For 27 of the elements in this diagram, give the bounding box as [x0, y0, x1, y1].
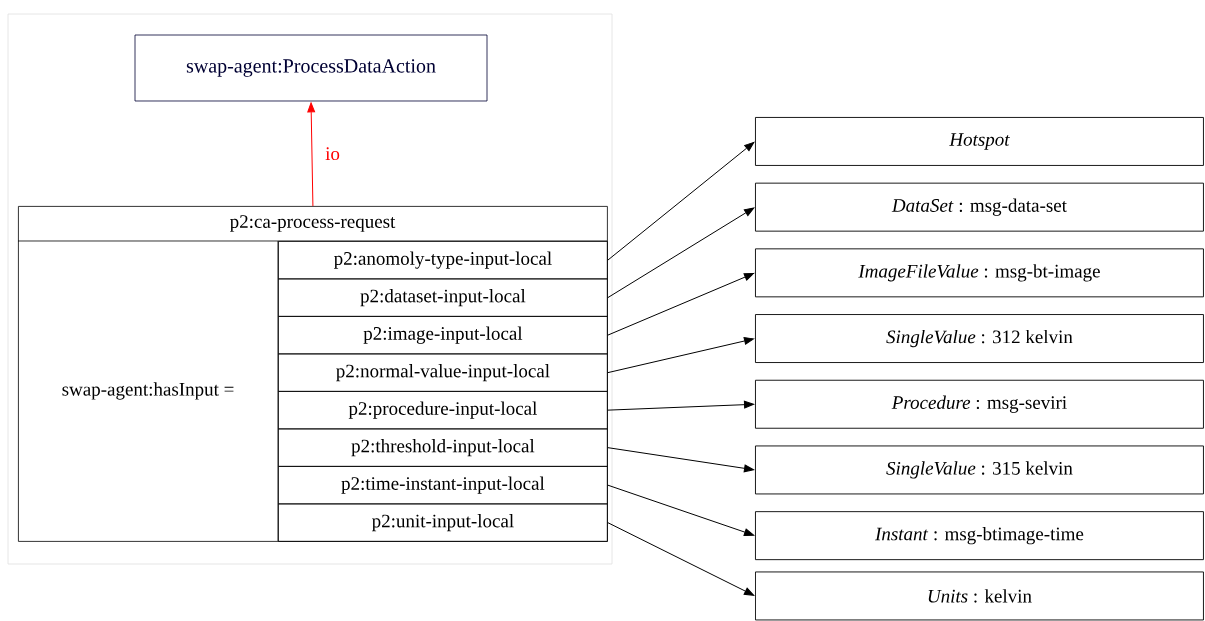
- instance-box: Units : kelvin: [755, 571, 1204, 621]
- arrow: [607, 207, 755, 299]
- field-cell: p2:procedure-input-local: [278, 391, 608, 430]
- arrow: [607, 272, 755, 336]
- field-cell: p2:dataset-input-local: [278, 278, 608, 317]
- instance-box: SingleValue : 312 kelvin: [755, 314, 1204, 363]
- arrow: [607, 447, 755, 473]
- field-cell: p2:anomoly-type-input-local: [278, 241, 608, 280]
- field-cell: p2:normal-value-input-local: [278, 353, 608, 392]
- arrow: [607, 400, 755, 411]
- class-box: swap-agent:ProcessDataAction: [134, 34, 488, 102]
- instance-box: SingleValue : 315 kelvin: [755, 445, 1204, 495]
- edge-label: io: [324, 146, 341, 162]
- arrow: [607, 337, 755, 374]
- arrow: [607, 141, 755, 261]
- instance-box: Procedure : msg-seviri: [755, 379, 1204, 429]
- arrow: [307, 102, 316, 207]
- field-cell: p2:time-instant-input-local: [278, 466, 608, 505]
- arrow: [607, 522, 755, 596]
- instance-box: DataSet : msg-data-set: [755, 182, 1204, 232]
- arrow: [607, 484, 755, 536]
- instance-box: Instant : msg-btimage-time: [755, 511, 1204, 561]
- field-cell: p2:image-input-local: [278, 316, 608, 355]
- instance-box: ImageFileValue : msg-bt-image: [755, 248, 1204, 298]
- field-cell: p2:unit-input-local: [278, 503, 608, 542]
- field-cell: p2:threshold-input-local: [278, 428, 608, 467]
- instance-box: Hotspot: [755, 117, 1204, 166]
